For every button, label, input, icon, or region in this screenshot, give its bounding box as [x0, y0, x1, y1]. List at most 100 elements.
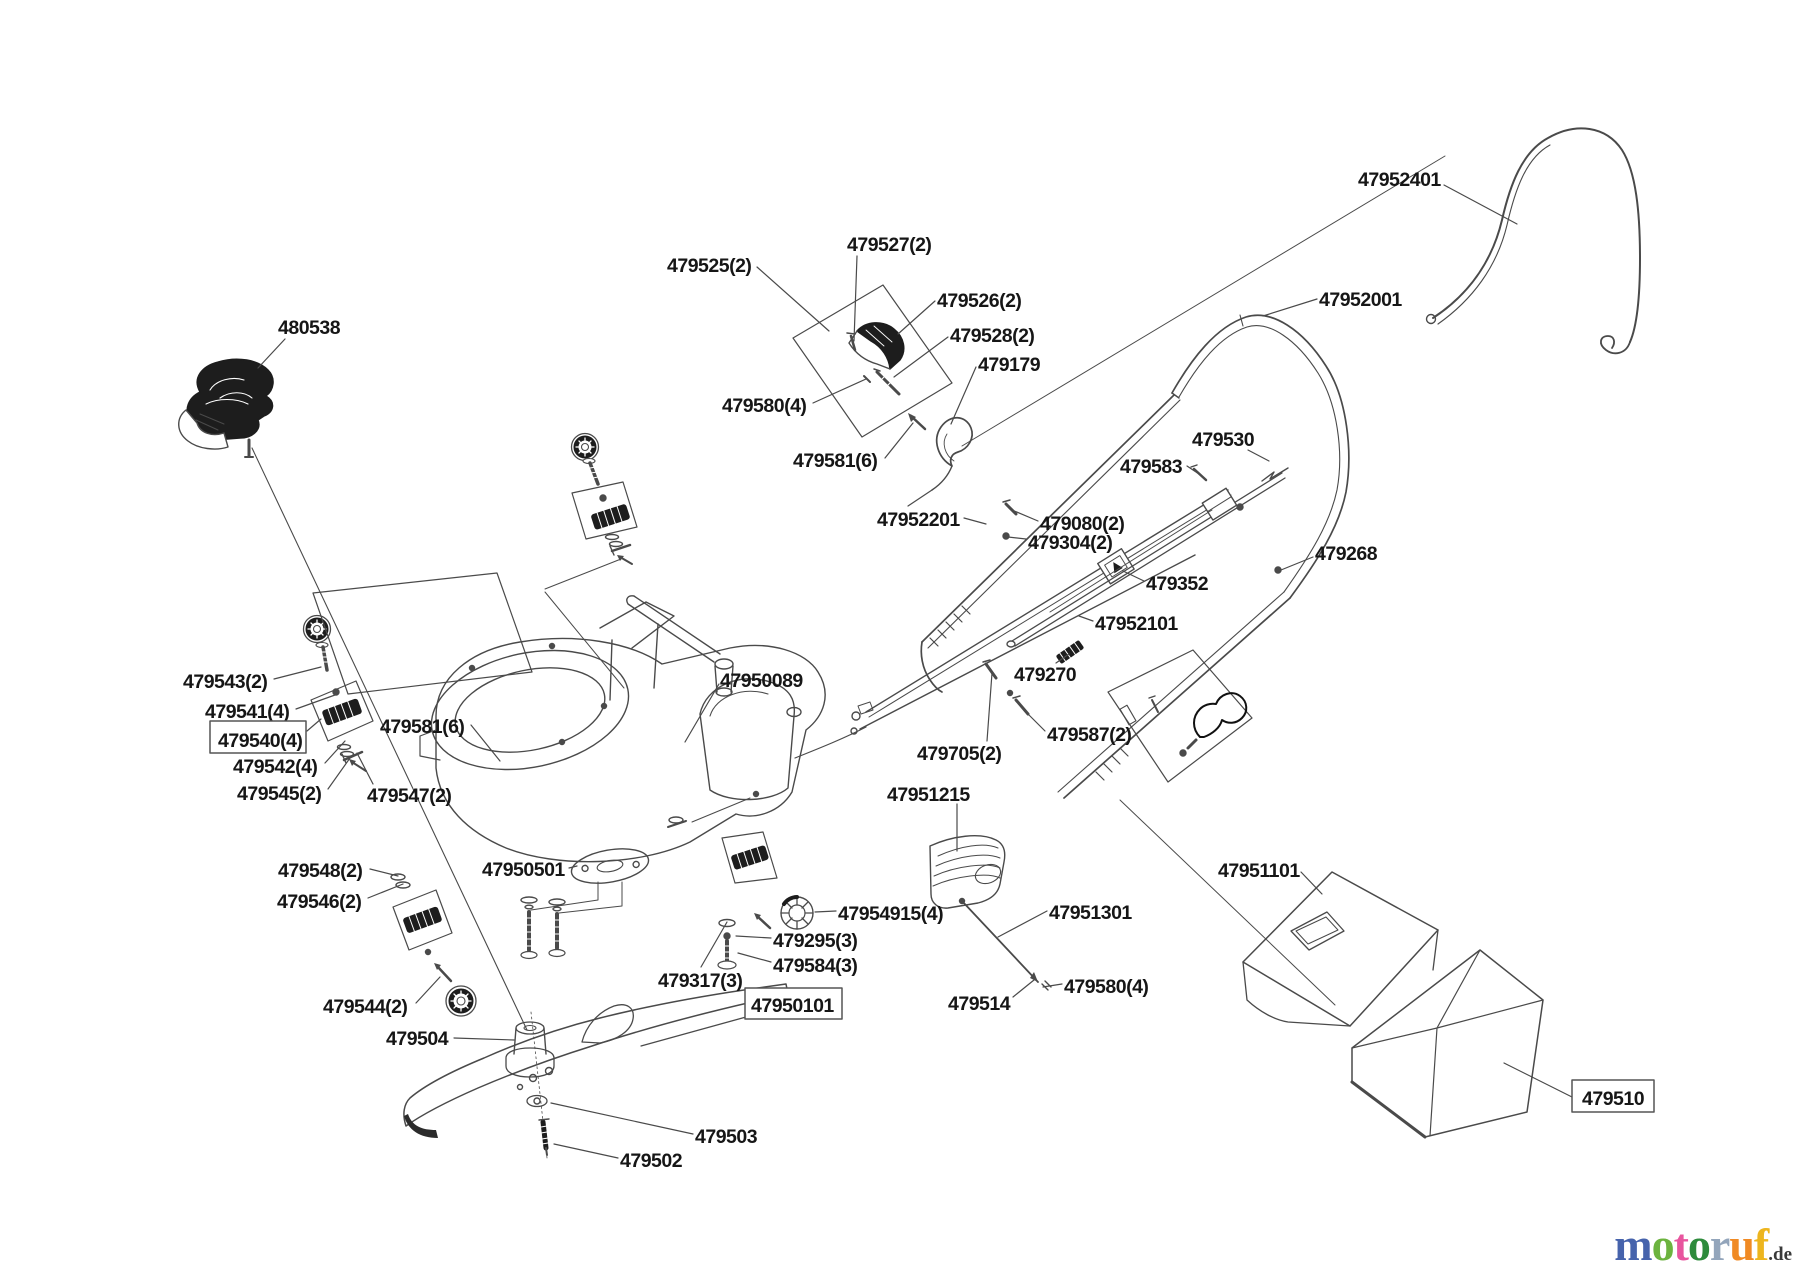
- engine-drawing: [178, 358, 528, 1031]
- leader-line-47952101: [1078, 615, 1094, 622]
- part-label-479295-3: 479295(3): [773, 930, 857, 952]
- leader-line-479580-4-top: [812, 378, 867, 404]
- part-label-479544-2: 479544(2): [323, 996, 407, 1018]
- label-box-479510: [1571, 1079, 1655, 1113]
- part-label-479541-4: 479541(4): [205, 701, 289, 723]
- grass-bag-drawing: [1350, 949, 1544, 1139]
- leader-line-479503: [550, 1102, 694, 1135]
- part-label-479504: 479504: [386, 1028, 449, 1050]
- brand-logo-letters: motoruf: [1614, 1219, 1769, 1270]
- part-label-47952401: 47952401: [1358, 169, 1441, 191]
- leader-line-479548-2: [369, 868, 399, 877]
- leader-line-479295-3: [735, 935, 772, 939]
- left-wheel-column-drawing: [302, 572, 533, 772]
- leader-line-479352: [1122, 570, 1145, 582]
- leader-line-479584-3: [737, 952, 772, 963]
- leader-line-479580-4-bottom: [1042, 983, 1063, 988]
- part-label-479514: 479514: [948, 993, 1011, 1015]
- blade-drawing: [403, 983, 789, 1159]
- leader-line-479547-2: [356, 752, 374, 785]
- part-label-47951215: 47951215: [887, 784, 970, 806]
- brand-logo-letter: o: [1687, 1219, 1711, 1270]
- brand-logo-letter: m: [1614, 1219, 1652, 1270]
- part-label-479545-2: 479545(2): [237, 783, 321, 805]
- part-label-479526-2: 479526(2): [937, 290, 1021, 312]
- leader-line-479581-6-top: [884, 422, 914, 459]
- part-label-479542-4: 479542(4): [233, 756, 317, 778]
- part-label-47952201: 47952201: [877, 509, 960, 531]
- diagram-artwork: [178, 127, 1641, 1159]
- brand-logo-letter: t: [1673, 1219, 1689, 1270]
- mulch-plug-drawing: [929, 835, 1006, 909]
- brand-logo-letter: f: [1753, 1219, 1769, 1270]
- leader-line-47952001: [1262, 298, 1318, 317]
- leader-line-479543-2: [273, 666, 322, 680]
- part-label-479530: 479530: [1192, 429, 1255, 451]
- leader-line-47954915-4: [814, 910, 837, 913]
- leader-line-47950101: [640, 1016, 747, 1047]
- upper-handle-bow-drawing: [1171, 314, 1350, 599]
- starter-rope-drawing: [907, 155, 1446, 507]
- brand-logo-letter: r: [1709, 1219, 1730, 1270]
- part-label-479580-4-bottom: 479580(4): [1064, 976, 1148, 998]
- part-label-47954915-4: 47954915(4): [838, 903, 943, 925]
- adjust-rod-drawing: [958, 897, 1052, 991]
- part-label-479270: 479270: [1014, 664, 1077, 686]
- top-wheel-column-drawing: [544, 432, 638, 689]
- leader-line-479544-2: [415, 976, 441, 1004]
- part-label-479317-3: 479317(3): [658, 970, 742, 992]
- brand-logo-letter: u: [1729, 1219, 1755, 1270]
- leader-line-479587-2: [1023, 709, 1046, 732]
- part-label-47951101: 47951101: [1218, 860, 1300, 882]
- part-label-479546-2: 479546(2): [277, 891, 361, 913]
- leader-line-47950089: [684, 683, 720, 743]
- leader-line-479502: [553, 1143, 619, 1159]
- leader-line-479540-4: [306, 718, 322, 732]
- upper-handle-right-drawing: [1425, 127, 1641, 355]
- brand-logo: motoruf.de: [1614, 1222, 1792, 1268]
- lower-left-wheel-column-drawing: [390, 873, 477, 1017]
- leader-line-479179: [950, 366, 977, 425]
- part-label-479581-6-top: 479581(6): [793, 450, 877, 472]
- part-label-479080-2: 479080(2): [1040, 513, 1124, 535]
- part-label-479705-2: 479705(2): [917, 743, 1001, 765]
- leader-line-479545-2: [327, 757, 351, 790]
- brand-logo-letter: o: [1651, 1219, 1675, 1270]
- part-label-47951301: 47951301: [1049, 902, 1132, 924]
- part-label-479502: 479502: [620, 1150, 683, 1172]
- leader-line-479510: [1503, 1062, 1573, 1098]
- leader-line-479583: [1186, 465, 1200, 475]
- brand-logo-suffix: .de: [1768, 1244, 1792, 1265]
- leader-line-47952401: [1443, 184, 1518, 225]
- part-label-479584-3: 479584(3): [773, 955, 857, 977]
- leader-line-479270: [1055, 653, 1070, 664]
- leader-line-479526-2: [897, 300, 936, 335]
- part-label-479583: 479583: [1120, 456, 1183, 478]
- part-label-47950501: 47950501: [482, 859, 565, 881]
- leader-line-479514: [1012, 979, 1035, 998]
- part-label-479527-2: 479527(2): [847, 234, 931, 256]
- part-label-479587-2: 479587(2): [1047, 724, 1131, 746]
- part-label-479352: 479352: [1146, 573, 1209, 595]
- part-label-479510: 479510: [1582, 1088, 1645, 1110]
- lever-callout-drawing: [792, 284, 953, 438]
- right-wheel-column-drawing: [667, 797, 814, 970]
- cable-rods-drawing: [794, 464, 1289, 759]
- leader-line-479530: [1247, 449, 1270, 462]
- leader-line-479504: [453, 1037, 515, 1041]
- part-label-479543-2: 479543(2): [183, 671, 267, 693]
- part-label-479304-2: 479304(2): [1028, 532, 1112, 554]
- label-box-47950101: [744, 987, 843, 1020]
- part-label-479528-2: 479528(2): [950, 325, 1034, 347]
- leader-line-479268: [1280, 556, 1314, 571]
- leader-line-47951301: [997, 910, 1048, 938]
- label-box-479540-4: [209, 720, 307, 754]
- mower-deck-drawing: [419, 601, 826, 863]
- part-label-479548-2: 479548(2): [278, 860, 362, 882]
- part-label-47952101: 47952101: [1095, 613, 1178, 635]
- part-label-47952001: 47952001: [1319, 289, 1402, 311]
- leader-line-479542-4: [324, 740, 346, 764]
- leader-line-479525-2: [756, 266, 830, 332]
